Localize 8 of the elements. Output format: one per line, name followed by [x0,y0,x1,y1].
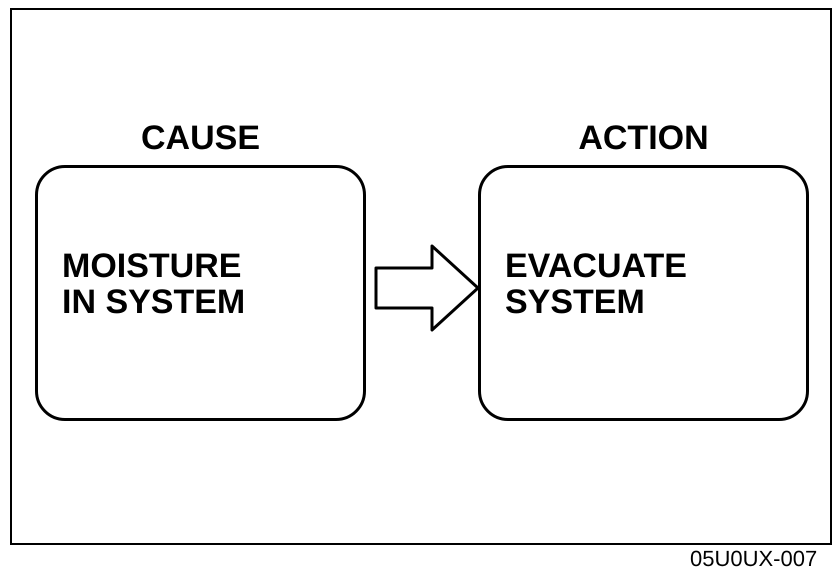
rounded-box [35,165,366,421]
rounded-box [478,165,809,421]
block-arrow [374,244,480,332]
box-text: MOISTURE IN SYSTEM [62,248,246,320]
figure-code: 05U0UX-007 [690,547,818,571]
column-heading: ACTION [577,119,710,158]
box-text: EVACUATE SYSTEM [505,248,688,320]
column-heading: CAUSE [140,119,262,158]
